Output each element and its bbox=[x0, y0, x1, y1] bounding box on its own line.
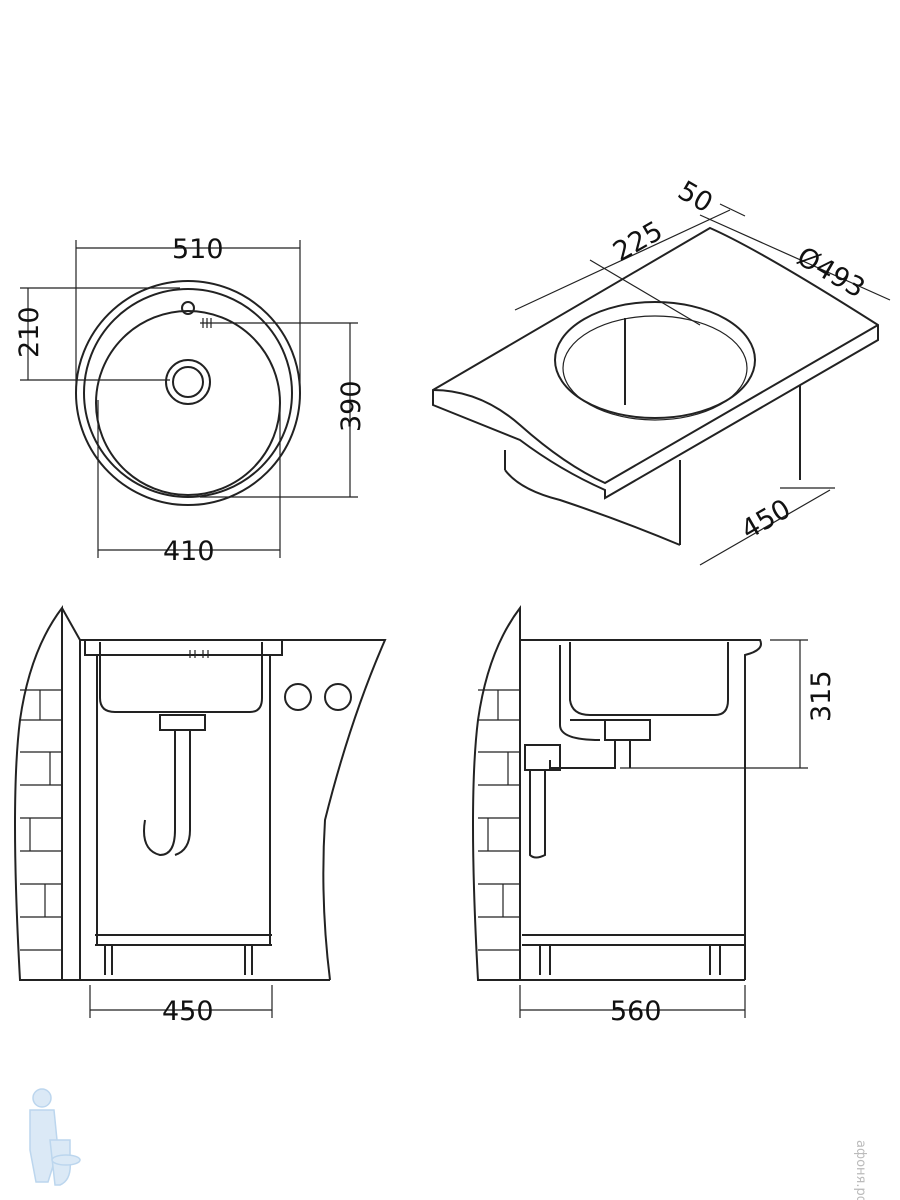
plumber-logo bbox=[29, 1088, 81, 1186]
dim-315: 315 bbox=[806, 670, 837, 722]
iso-view: 50 225 Ø493 450 bbox=[432, 175, 891, 566]
dim-450-front: 450 bbox=[162, 996, 214, 1027]
dim-50: 50 bbox=[673, 175, 718, 219]
dim-560: 560 bbox=[610, 996, 662, 1027]
top-view: 510 210 390 410 bbox=[14, 234, 367, 567]
dim-225: 225 bbox=[608, 215, 668, 268]
front-view: 450 bbox=[14, 605, 387, 1027]
dim-390: 390 bbox=[336, 380, 367, 432]
dim-510: 510 bbox=[172, 234, 224, 265]
dim-450-iso: 450 bbox=[736, 493, 796, 546]
side-view: 315 560 bbox=[472, 605, 837, 1027]
dim-410: 410 bbox=[163, 536, 215, 567]
dim-210: 210 bbox=[14, 306, 45, 358]
watermark: афоня.рф bbox=[853, 1140, 868, 1200]
